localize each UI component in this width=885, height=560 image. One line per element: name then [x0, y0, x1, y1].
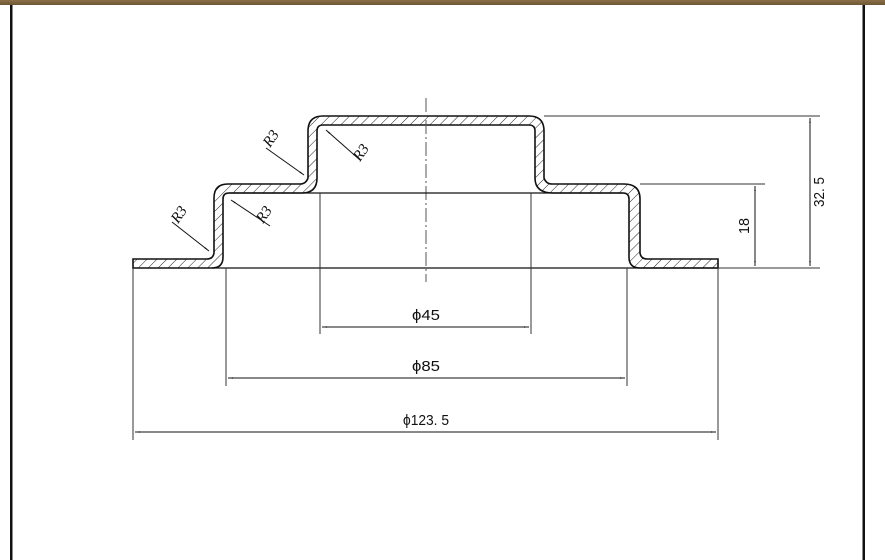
- drawing-frame-right-border: [863, 5, 865, 560]
- radius-label-upper-outer: R3: [260, 127, 283, 151]
- extension-lines: [132, 115, 820, 440]
- dim-label-d85: ϕ85: [412, 358, 440, 375]
- dim-label-h18: 18: [736, 218, 753, 234]
- dim-label-h32: 32. 5: [811, 177, 828, 207]
- height-dimensions: 18 32. 5: [736, 118, 828, 266]
- dim-label-d45: ϕ45: [412, 307, 440, 324]
- reference-lines: [212, 192, 718, 269]
- radius-label-upper-inner: R3: [350, 141, 373, 165]
- drawing-frame-left-border: [10, 5, 12, 560]
- radius-label-lower-inner: R3: [253, 203, 276, 227]
- dim-label-d123: ϕ123. 5: [403, 412, 449, 429]
- diameter-dimensions: ϕ45 ϕ85 ϕ123. 5: [135, 307, 716, 433]
- radius-label-lower-outer: R3: [168, 203, 191, 227]
- window-top-bar: [0, 0, 885, 5]
